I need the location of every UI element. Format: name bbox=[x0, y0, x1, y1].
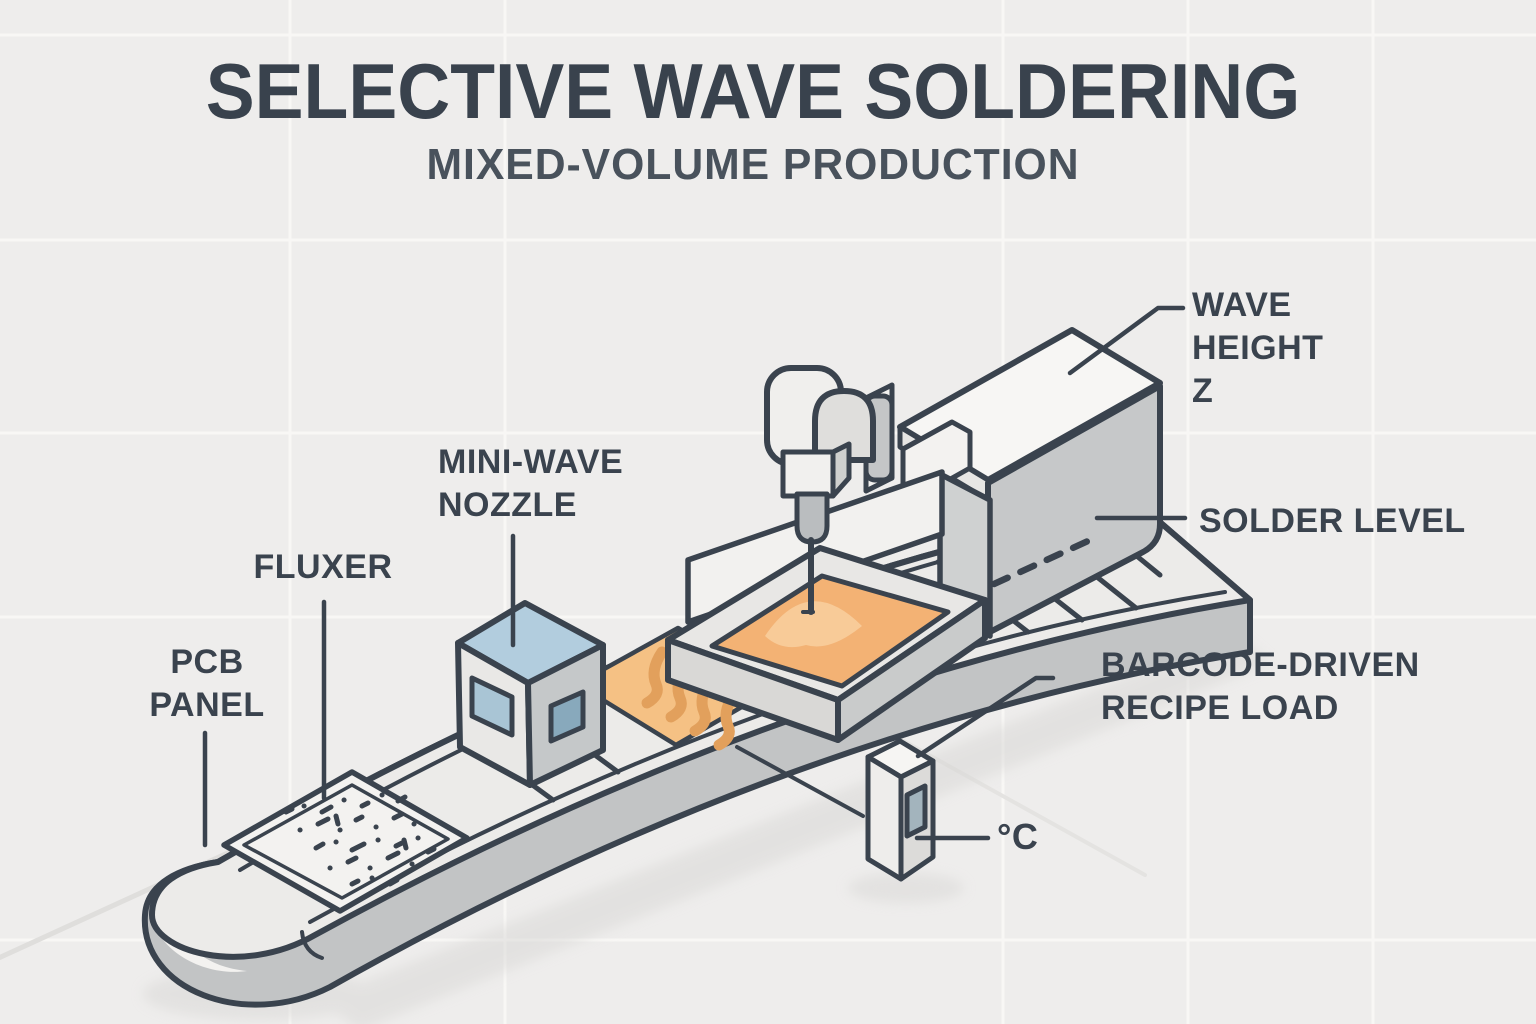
scanner-screen bbox=[904, 783, 928, 839]
fluxer-unit bbox=[455, 600, 606, 788]
nozzle-needle bbox=[801, 537, 815, 615]
label-fluxer: FLUXER bbox=[253, 548, 393, 586]
piston bbox=[780, 449, 836, 499]
pcb-panel bbox=[221, 769, 470, 914]
solder-wave-mound bbox=[765, 601, 862, 648]
actuator-arch bbox=[812, 388, 876, 463]
label-mini-wave-nozzle: MINI-WAVE NOZZLE bbox=[438, 443, 624, 524]
page-title: SELECTIVE WAVE SOLDERING bbox=[205, 47, 1301, 135]
scanner-beam-line bbox=[735, 745, 865, 818]
nozzle-actuator bbox=[764, 365, 895, 615]
pcb-component-pads bbox=[283, 792, 437, 887]
barcode-scanner bbox=[865, 738, 936, 882]
scanner-front-face bbox=[865, 754, 904, 882]
fluxer-window-left bbox=[469, 675, 515, 738]
leader-wave-height bbox=[1067, 305, 1186, 376]
heading-block: SELECTIVE WAVE SOLDERING MIXED-VOLUME PR… bbox=[0, 50, 1506, 190]
machine-right-face bbox=[985, 383, 1163, 636]
leader-barcode bbox=[915, 675, 1056, 759]
fluxer-window-right bbox=[548, 689, 586, 744]
needle-holder bbox=[794, 491, 830, 545]
solder-pot bbox=[665, 382, 993, 743]
piston-side bbox=[830, 441, 852, 499]
pot-back-wall bbox=[685, 469, 945, 625]
solder-level-dashes bbox=[990, 537, 1092, 588]
label-pcb-panel: PCB PANEL bbox=[149, 643, 265, 724]
leader-lines bbox=[202, 305, 1188, 848]
page-subtitle: MIXED-VOLUME PRODUCTION bbox=[426, 140, 1080, 189]
label-temperature-unit: °C bbox=[997, 816, 1039, 857]
label-solder-level: SOLDER LEVEL bbox=[1199, 502, 1466, 540]
label-barcode-recipe: BARCODE-DRIVEN RECIPE LOAD bbox=[1101, 646, 1420, 727]
label-wave-height-z: WAVE HEIGHT Z bbox=[1192, 286, 1324, 410]
pot-front-right-face bbox=[835, 597, 988, 743]
